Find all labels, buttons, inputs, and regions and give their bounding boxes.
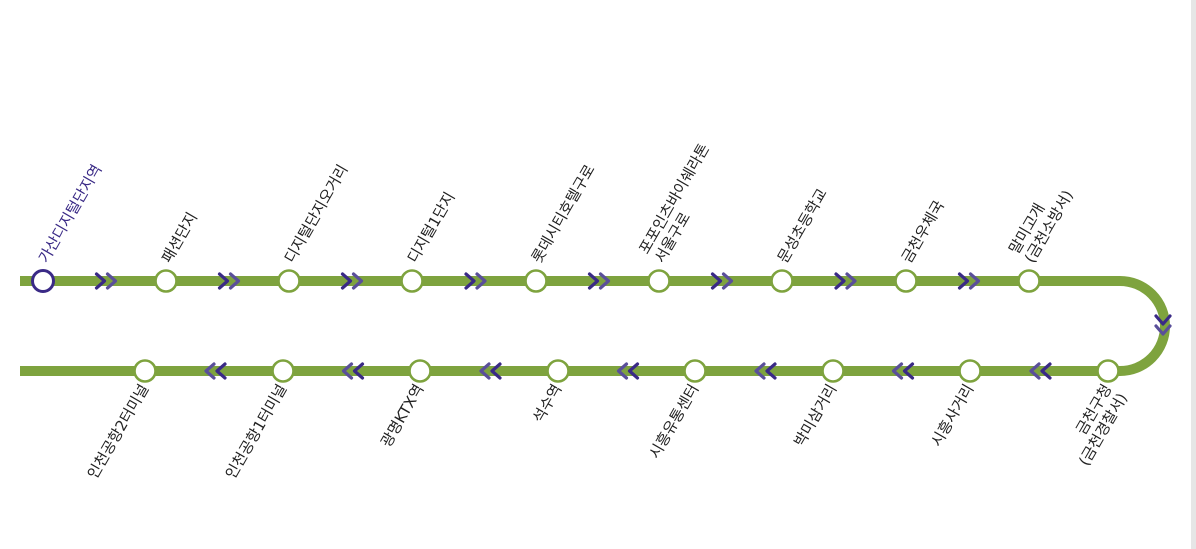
stop-marker[interactable] [894, 269, 918, 293]
stop-marker[interactable] [271, 359, 295, 383]
station-label: 시흥유통센터 [645, 381, 702, 462]
station-name: 디지털1단지 [404, 189, 459, 266]
station-label: 석수역 [529, 381, 565, 426]
direction-chevron-icon [475, 272, 487, 290]
direction-chevron-icon [1029, 362, 1041, 380]
direction-chevron-icon [598, 272, 611, 290]
direction-chevron-icon [627, 362, 640, 380]
direction-chevron-icon [616, 362, 629, 380]
direction-chevron-icon [351, 272, 364, 290]
station-label: 금천우체국 [898, 197, 948, 266]
station-label: 가산디지털단지역 [35, 161, 106, 266]
station-label: 말미고개(금천소방서) [1005, 187, 1077, 266]
stop-marker[interactable] [133, 359, 157, 383]
current-stop-marker[interactable] [31, 269, 55, 293]
stop-marker[interactable] [958, 359, 982, 383]
direction-chevron-icon [754, 362, 766, 380]
direction-chevron-icon [968, 272, 981, 290]
station-label: 인천공항1터미널 [222, 381, 291, 482]
station-name: 석수역 [529, 381, 565, 426]
station-name: 인천공항2터미널 [84, 381, 153, 482]
direction-chevron-icon [340, 272, 353, 290]
stop-marker[interactable] [154, 269, 178, 293]
direction-chevron-icon [215, 362, 227, 380]
station-label: 인천공항2터미널 [84, 381, 153, 482]
direction-chevron-icon [1040, 362, 1052, 380]
stop-marker[interactable] [524, 269, 548, 293]
direction-chevron-icon [1154, 324, 1172, 336]
station-label: 박미삼거리 [790, 381, 840, 450]
stop-marker[interactable] [408, 359, 432, 383]
right-scrollbar-edge [1191, 0, 1196, 549]
station-name: 패션단지 [158, 209, 201, 266]
station-labels: 가산디지털단지역 패션단지 디지털단지오거리 디지털1단지 롯데시티호텔구로 포포인츠바이… [35, 140, 1131, 481]
station-label: 금천구청(금천경찰서) [1072, 381, 1131, 469]
station-name: 가산디지털단지역 [35, 161, 106, 266]
direction-chevron-icon [721, 272, 734, 290]
direction-chevron-icon [464, 272, 476, 290]
direction-chevron-icon [105, 272, 118, 290]
direction-chevron-icon [1154, 314, 1172, 326]
stop-marker[interactable] [683, 359, 707, 383]
station-label: 시흥사거리 [927, 381, 977, 450]
station-label: 문성초등학교 [774, 185, 831, 266]
direction-chevron-icon [479, 362, 491, 380]
station-name: 롯데시티호텔구로 [528, 161, 599, 266]
station-name: 인천공항1터미널 [222, 381, 291, 482]
direction-chevron-icon [490, 362, 502, 380]
station-name: 디지털단지오거리 [281, 161, 352, 266]
direction-chevron-icon [710, 272, 723, 290]
direction-chevron-icon [902, 362, 915, 380]
stops [31, 269, 1120, 383]
station-name: 시흥유통센터 [645, 381, 702, 462]
direction-chevron-icon [228, 272, 241, 290]
direction-chevron-icon [217, 272, 230, 290]
station-name: 박미삼거리 [790, 381, 840, 450]
direction-chevron-icon [341, 362, 354, 380]
direction-chevron-icon [845, 272, 857, 290]
station-name: 금천우체국 [898, 197, 948, 266]
stop-marker[interactable] [400, 269, 424, 293]
direction-chevron-icon [94, 272, 107, 290]
direction-chevron-icon [834, 272, 846, 290]
stop-marker[interactable] [277, 269, 301, 293]
stop-marker[interactable] [1096, 359, 1120, 383]
stop-marker[interactable] [546, 359, 570, 383]
station-label: 디지털단지오거리 [281, 161, 352, 266]
direction-chevron-icon [587, 272, 600, 290]
direction-chevron-icon [891, 362, 904, 380]
station-label: 광명KTX역 [377, 381, 427, 450]
stop-marker[interactable] [1017, 269, 1041, 293]
direction-chevron-icon [352, 362, 365, 380]
route-line [20, 276, 1170, 376]
station-label: 패션단지 [158, 209, 201, 266]
route-line-turnaround [1119, 276, 1170, 376]
station-name: 광명KTX역 [377, 381, 427, 450]
station-name: 시흥사거리 [927, 381, 977, 450]
station-label: 롯데시티호텔구로 [528, 161, 599, 266]
stop-marker[interactable] [770, 269, 794, 293]
station-label: 디지털1단지 [404, 189, 459, 266]
stop-marker[interactable] [647, 269, 671, 293]
direction-chevron-icon [204, 362, 216, 380]
direction-chevron-icon [957, 272, 970, 290]
direction-arrows [94, 272, 1172, 380]
stop-marker[interactable] [821, 359, 845, 383]
direction-chevron-icon [765, 362, 777, 380]
station-name: 문성초등학교 [774, 185, 831, 266]
